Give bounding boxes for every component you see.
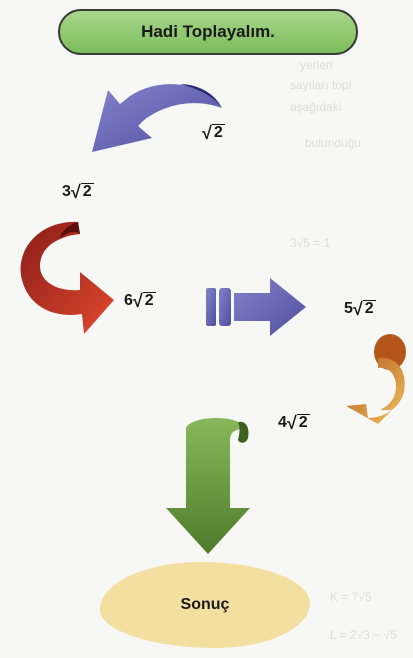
radicand: 2: [363, 300, 376, 318]
term-sqrt2: √ 2: [202, 124, 225, 142]
curved-arrow-orange-icon: [346, 334, 406, 424]
result-label: Sonuç: [181, 596, 230, 614]
coefficient: 5: [344, 300, 353, 318]
sqrt-icon: √: [133, 292, 143, 310]
radicand: 2: [81, 183, 94, 201]
radicand: 2: [212, 124, 225, 142]
coefficient: 6: [124, 292, 133, 310]
sqrt-icon: √: [353, 300, 363, 318]
term-6sqrt2: 6 √ 2: [124, 292, 156, 310]
sqrt-icon: √: [287, 414, 297, 432]
term-3sqrt2: 3 √ 2: [62, 183, 94, 201]
radicand: 2: [143, 292, 156, 310]
curved-arrow-red-icon: [21, 222, 114, 334]
straight-arrow-blue-icon: [206, 278, 306, 336]
radicand: 2: [297, 414, 310, 432]
result-box: Sonuç: [100, 562, 310, 648]
sqrt-icon: √: [71, 183, 81, 201]
curved-arrow-green-icon: [166, 418, 250, 554]
term-4sqrt2: 4 √ 2: [278, 414, 310, 432]
coefficient: 4: [278, 414, 287, 432]
sqrt-icon: √: [202, 124, 212, 142]
coefficient: 3: [62, 183, 71, 201]
term-5sqrt2: 5 √ 2: [344, 300, 376, 318]
